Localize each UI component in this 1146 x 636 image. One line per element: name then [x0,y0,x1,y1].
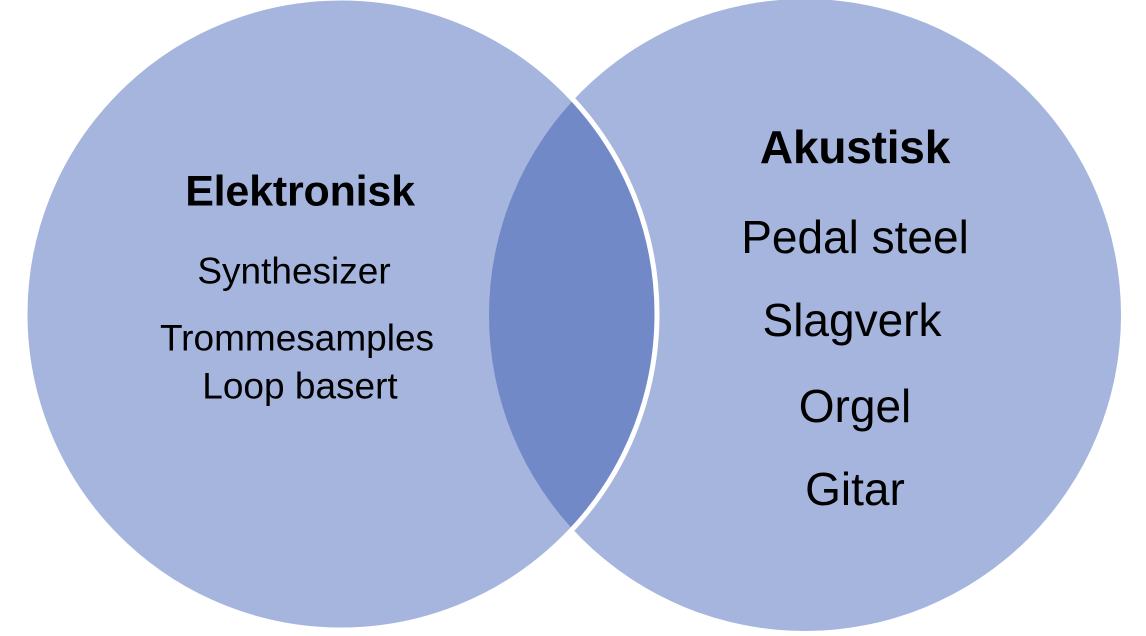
venn-circle-left[interactable] [25,0,657,630]
venn-circle-right[interactable] [489,0,1121,631]
venn-circle-left-outline [22,0,660,633]
